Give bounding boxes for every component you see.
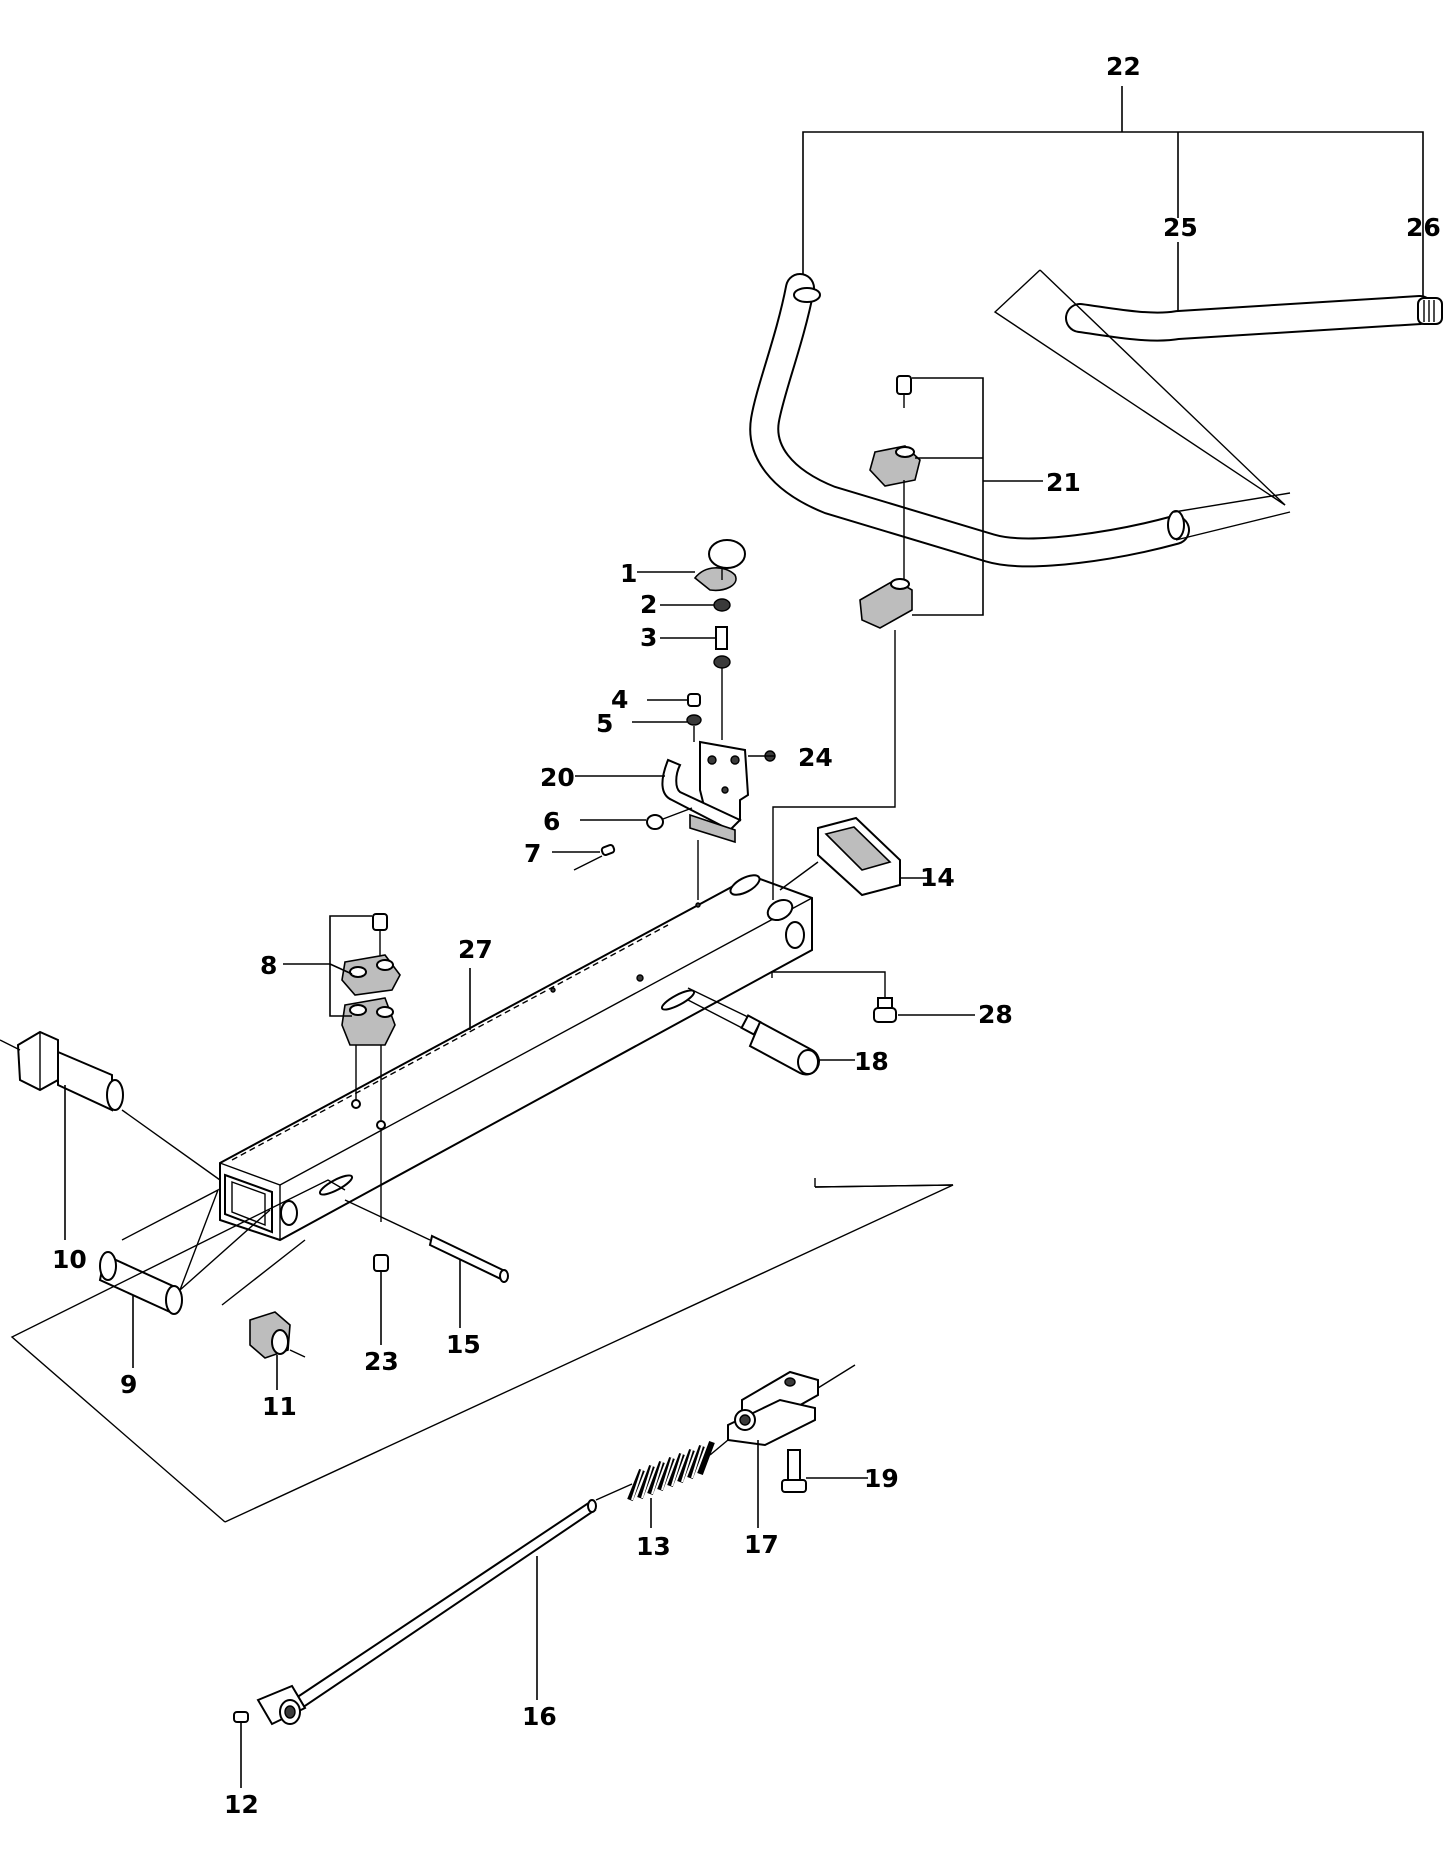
label-16: 16 [522, 1702, 557, 1731]
label-10: 10 [52, 1245, 87, 1274]
label-27: 27 [458, 935, 493, 964]
nut-6 [646, 814, 664, 830]
rod-16 [256, 1499, 597, 1726]
spacer-3 [715, 626, 728, 650]
label-1: 1 [620, 559, 637, 588]
knob-1 [693, 539, 746, 592]
label-25: 25 [1163, 213, 1198, 242]
sleeve-9 [98, 1251, 183, 1315]
part-labels: 1 2 3 4 5 6 7 8 9 10 11 12 13 14 15 16 1… [52, 52, 1441, 1819]
label-11: 11 [262, 1392, 297, 1421]
washer-5 [686, 714, 702, 726]
link-plates-17 [727, 1370, 819, 1447]
label-3: 3 [640, 623, 657, 652]
label-20: 20 [540, 763, 575, 792]
label-23: 23 [364, 1347, 399, 1376]
label-12: 12 [224, 1790, 259, 1819]
label-14: 14 [920, 863, 955, 892]
pin-23 [373, 1254, 389, 1272]
label-22: 22 [1106, 52, 1141, 81]
mounting-bracket-20 [661, 740, 750, 844]
label-15: 15 [446, 1330, 481, 1359]
rod-15 [428, 1234, 509, 1283]
frame-tube-27 [219, 874, 813, 1242]
screw-4 [687, 693, 701, 707]
label-13: 13 [636, 1532, 671, 1561]
bolt-28 [873, 997, 897, 1023]
label-17: 17 [744, 1530, 779, 1559]
nut-2 [713, 598, 731, 612]
bolt-10 [16, 1030, 124, 1112]
label-2: 2 [640, 590, 657, 619]
label-24: 24 [798, 743, 833, 772]
handlebar-clamp-21 [859, 375, 921, 629]
handlebar-assembly [749, 86, 1443, 629]
screw-7 [600, 844, 616, 856]
label-8: 8 [260, 951, 277, 980]
end-plug-26 [1417, 297, 1443, 325]
label-7: 7 [524, 839, 541, 868]
lever-pin-18 [687, 987, 820, 1076]
clamp-8 [341, 913, 401, 1222]
label-5: 5 [596, 709, 613, 738]
label-21: 21 [1046, 468, 1081, 497]
label-19: 19 [864, 1464, 899, 1493]
label-28: 28 [978, 1000, 1013, 1029]
label-9: 9 [120, 1370, 137, 1399]
label-26: 26 [1406, 213, 1441, 242]
bolt-19 [781, 1449, 807, 1493]
nut-11 [249, 1311, 291, 1359]
label-18: 18 [854, 1047, 889, 1076]
label-6: 6 [543, 807, 560, 836]
seal-14 [817, 816, 901, 897]
control-bracket-assembly [552, 539, 776, 900]
spring-13 [627, 1440, 715, 1502]
screw-12 [233, 1711, 249, 1723]
label-4: 4 [611, 685, 628, 714]
